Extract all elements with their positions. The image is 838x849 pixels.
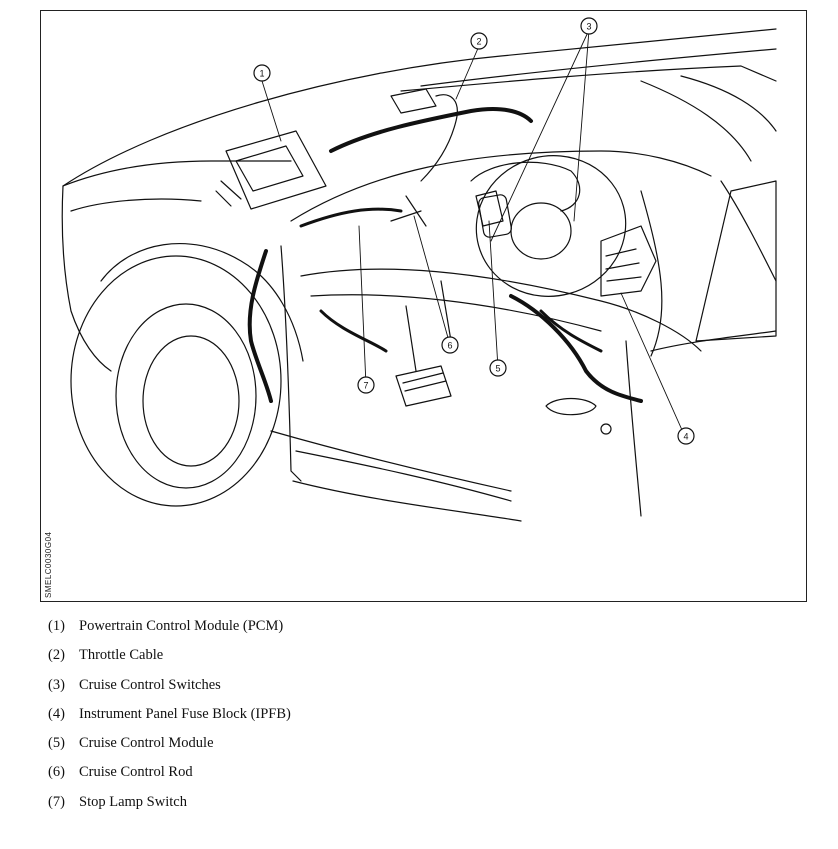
roof-line	[420, 48, 777, 87]
car-interior-illustration: 1 2 3 4 5 6 7	[61, 17, 777, 522]
door-belt	[650, 330, 777, 352]
brake-pedal-pad	[395, 365, 452, 407]
legend-number: (7)	[48, 793, 65, 810]
steering-hub	[510, 202, 572, 260]
legend-item: (2) Throttle Cable	[48, 647, 291, 676]
instrument-cluster	[470, 161, 581, 212]
callout-6: 6	[441, 336, 459, 354]
legend-item: (7) Stop Lamp Switch	[48, 794, 291, 823]
tire-inner	[115, 303, 257, 489]
rocker	[295, 450, 512, 502]
component-location-diagram: 1 2 3 4 5 6 7	[40, 10, 807, 602]
svg-text:1: 1	[259, 69, 264, 79]
callout-1: 1	[253, 64, 271, 82]
legend-label: Cruise Control Switches	[79, 676, 221, 693]
svg-text:6: 6	[447, 341, 452, 351]
pcm-body	[225, 130, 327, 210]
callout-4: 4	[677, 427, 695, 445]
legend-item: (1) Powertrain Control Module (PCM)	[48, 618, 291, 647]
fuse-block	[600, 225, 657, 297]
svg-text:7: 7	[363, 381, 368, 391]
legend: (1) Powertrain Control Module (PCM) (2) Th…	[48, 618, 291, 823]
roof-rail-2	[640, 80, 752, 162]
roof-rail	[680, 75, 777, 132]
throttle-cable	[420, 94, 458, 182]
svg-text:5: 5	[495, 364, 500, 374]
wheel-rim	[142, 335, 240, 467]
legend-number: (1)	[48, 618, 65, 634]
dashboard-face	[300, 268, 702, 352]
legend-number: (3)	[48, 676, 65, 693]
legend-label: Instrument Panel Fuse Block (IPFB)	[79, 705, 291, 722]
legend-label: Powertrain Control Module (PCM)	[79, 618, 284, 634]
svg-text:4: 4	[683, 432, 688, 442]
dashboard-top	[290, 150, 712, 222]
door-window-frame	[640, 190, 663, 357]
hood-edge	[62, 160, 292, 187]
a-pillar	[280, 245, 302, 482]
legend-number: (6)	[48, 764, 65, 781]
fender-top	[70, 198, 202, 212]
svg-text:2: 2	[476, 37, 481, 47]
door-lock	[600, 423, 612, 435]
harness-right	[509, 294, 643, 403]
door-window-frame-2	[720, 180, 777, 282]
tire-outer	[70, 255, 282, 507]
legend-item: (4) Instrument Panel Fuse Block (IPFB)	[48, 706, 291, 735]
legend-item: (5) Cruise Control Module	[48, 735, 291, 764]
door-window-glass	[695, 180, 777, 342]
legend-item: (6) Cruise Control Rod	[48, 764, 291, 793]
harness-dash	[299, 207, 403, 228]
legend-item: (3) Cruise Control Switches	[48, 677, 291, 706]
callout-5: 5	[489, 359, 507, 377]
door-sill	[292, 480, 522, 522]
steering-wheel	[475, 155, 627, 297]
cruise-rod	[390, 195, 427, 227]
door-sill-2	[270, 430, 512, 492]
wheel-arch	[100, 243, 304, 362]
callout-3: 3	[580, 17, 598, 35]
body-outline	[62, 28, 777, 187]
harness-left	[247, 249, 273, 403]
legend-number: (4)	[48, 705, 65, 722]
harness-main	[329, 107, 533, 153]
windshield-top	[400, 65, 777, 92]
legend-label: Cruise Control Rod	[79, 764, 193, 781]
callout-2: 2	[470, 32, 488, 50]
legend-label: Cruise Control Module	[79, 735, 214, 752]
callout-7: 7	[357, 376, 375, 394]
legend-label: Stop Lamp Switch	[79, 793, 187, 810]
throttle-bracket	[390, 88, 437, 114]
door-handle	[545, 397, 597, 416]
leader-lines	[261, 29, 687, 440]
brake-pedal-arm	[405, 305, 417, 372]
figure-code: SMELC0030G04	[44, 531, 53, 598]
legend-label: Throttle Cable	[79, 647, 164, 664]
front-bumper	[61, 185, 112, 372]
svg-text:3: 3	[586, 22, 591, 32]
legend-number: (5)	[48, 735, 65, 752]
cruise-module	[475, 190, 504, 227]
harness-door	[539, 309, 603, 353]
harness-under	[319, 309, 388, 353]
accel-pedal	[440, 280, 452, 342]
door-front-edge	[625, 340, 642, 517]
legend-number: (2)	[48, 647, 65, 664]
